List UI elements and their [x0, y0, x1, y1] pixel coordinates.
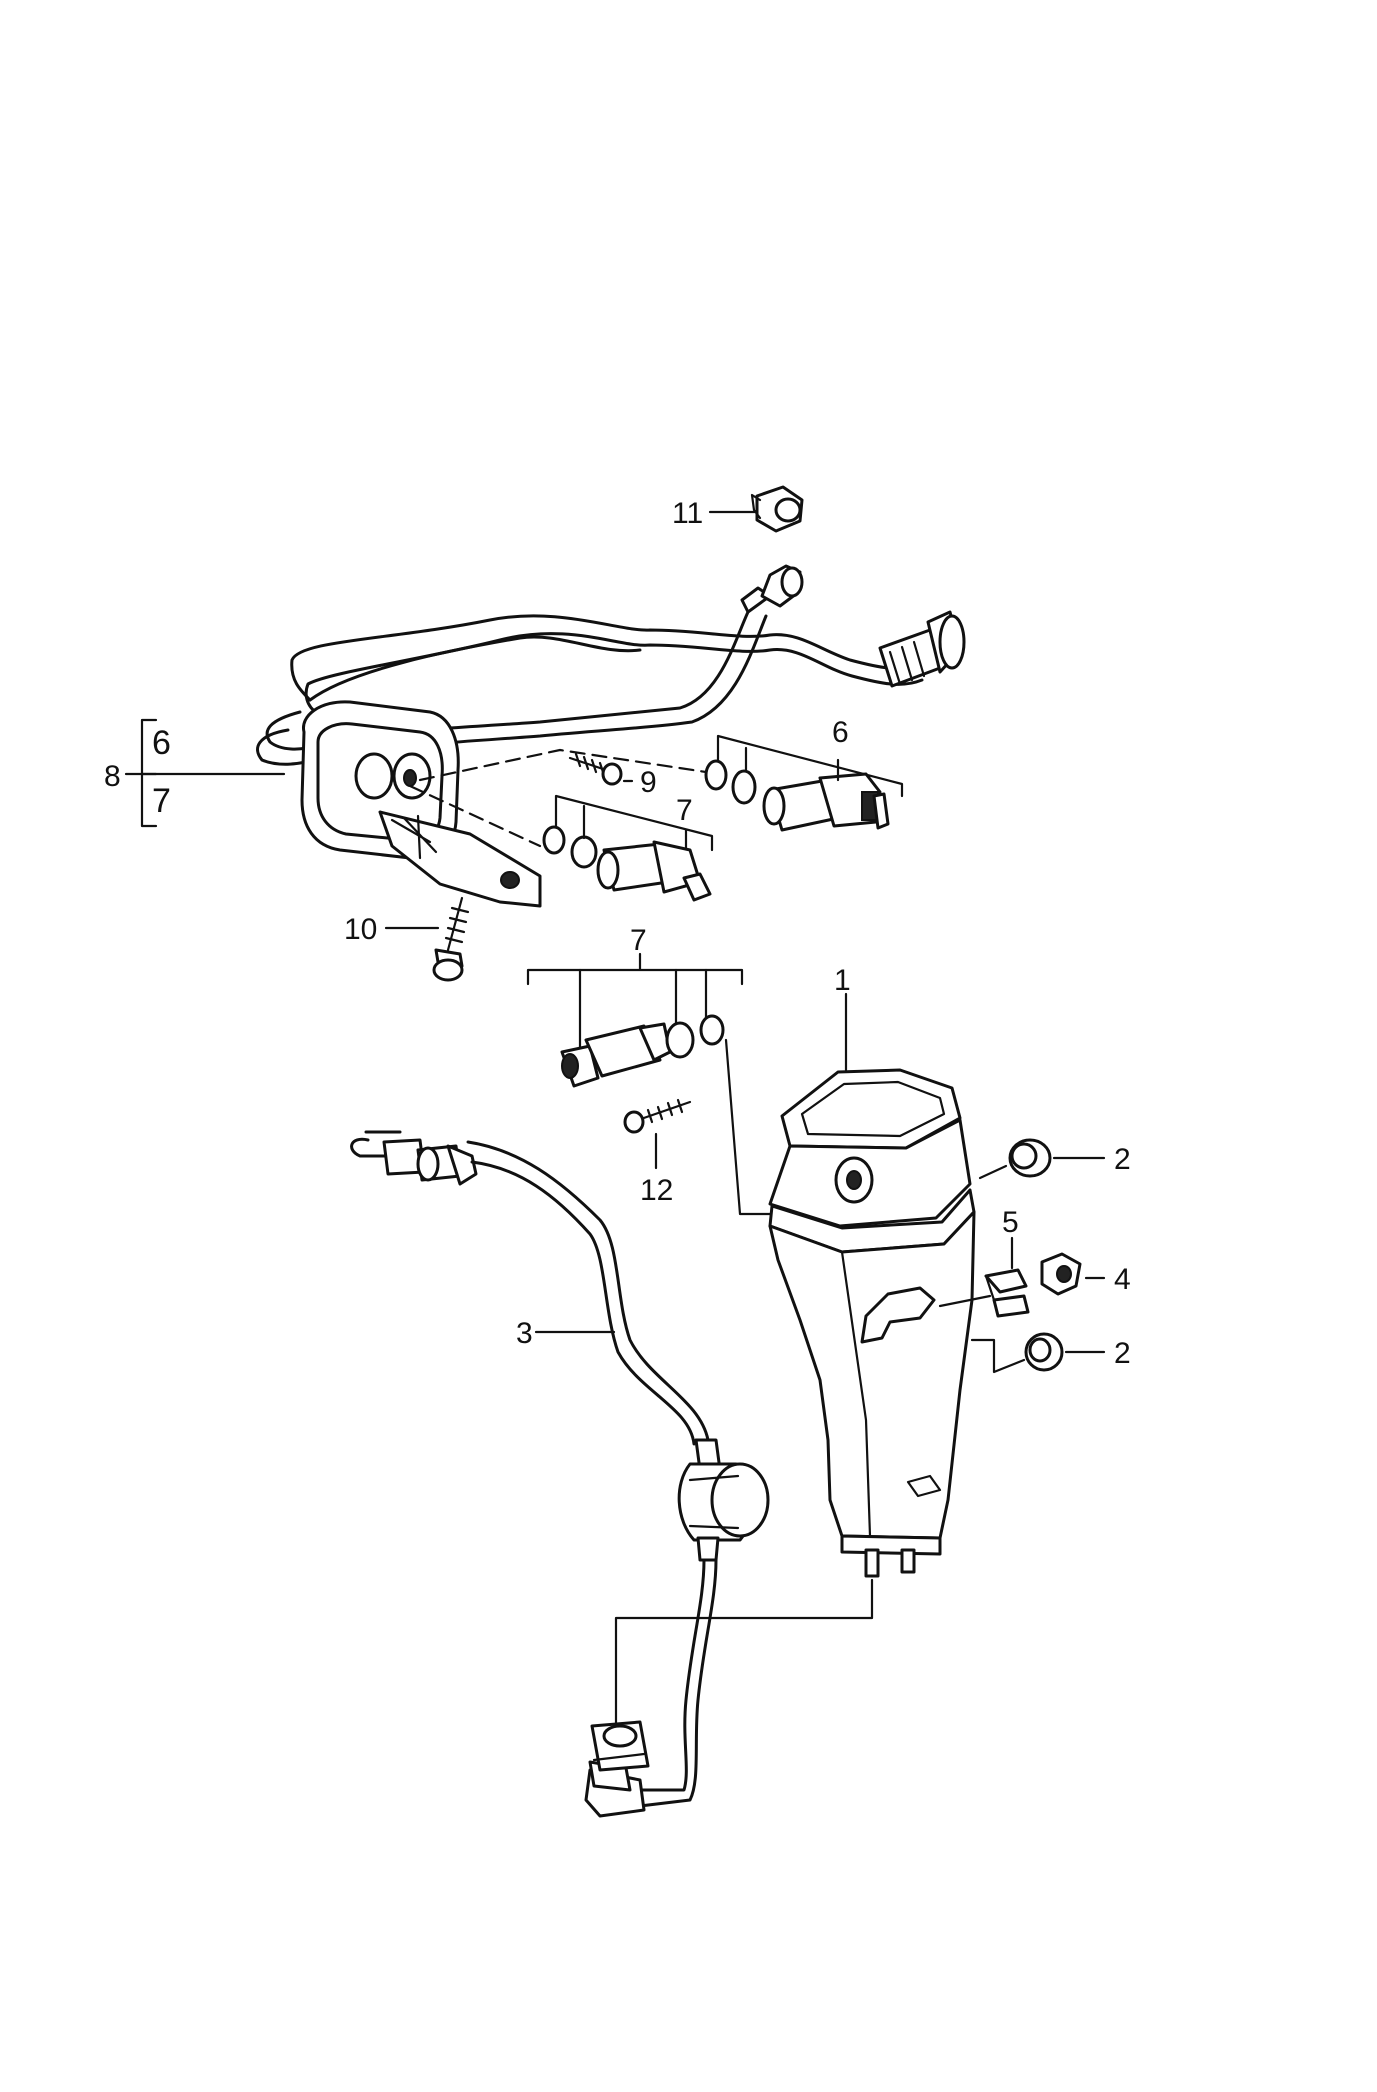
assembly-line-2-lower [970, 1338, 1026, 1374]
part-4-nut [1040, 1252, 1082, 1296]
bracket-6 [716, 734, 904, 798]
part-12-screw [623, 1098, 692, 1134]
part-2-grommet-upper [1008, 1138, 1052, 1178]
upper-hose-connector [878, 610, 966, 688]
o-ring-7d [699, 1014, 725, 1046]
callout-10: 10 [344, 913, 377, 946]
assembly-line-6 [418, 748, 708, 782]
part-11-cap [750, 485, 804, 533]
callout-6-top: 6 [832, 716, 849, 749]
part-3-purge-line [350, 1130, 770, 1818]
bracket-7-lower [526, 952, 744, 986]
part-2-grommet-lower [1024, 1332, 1064, 1372]
part-8-valve-body [300, 700, 542, 908]
o-ring-7b [570, 835, 598, 869]
callout-2-upper: 2 [1114, 1143, 1131, 1176]
part-5-clip [984, 1268, 1030, 1318]
hose-elbow-fitting [740, 564, 804, 614]
o-ring-7a [542, 825, 566, 855]
o-ring-7c [665, 1021, 695, 1059]
callout-1: 1 [834, 964, 851, 997]
part-9-screw [568, 752, 623, 786]
callout-7-lower: 7 [630, 924, 647, 957]
assembly-line-5 [938, 1294, 992, 1308]
callout-8: 8 [104, 760, 121, 793]
callout-5: 5 [1002, 1206, 1019, 1239]
part-7-valve-lower [560, 1022, 672, 1088]
part-6-valve-top [762, 772, 890, 832]
o-ring-6b [731, 769, 757, 805]
callout-7-mid: 7 [676, 794, 693, 827]
part-1-carbon-canister [768, 1068, 976, 1578]
callout-9: 9 [640, 766, 657, 799]
callout-3: 3 [516, 1317, 533, 1350]
callout-8-sub-6: 6 [152, 724, 171, 762]
callout-8-sub-7: 7 [152, 782, 171, 820]
callout-11: 11 [672, 497, 703, 530]
assembly-line-7 [408, 784, 542, 848]
callout-4: 4 [1114, 1263, 1131, 1296]
assembly-line-canister-outlet [614, 1578, 874, 1726]
o-ring-6a [704, 759, 728, 791]
part-10-bolt [432, 896, 470, 982]
callout-12: 12 [640, 1174, 673, 1207]
callout-2-lower: 2 [1114, 1337, 1131, 1370]
assembly-line-2-upper [978, 1164, 1008, 1180]
part-7-valve-mid [596, 840, 712, 902]
bracket-7-mid [554, 794, 714, 852]
